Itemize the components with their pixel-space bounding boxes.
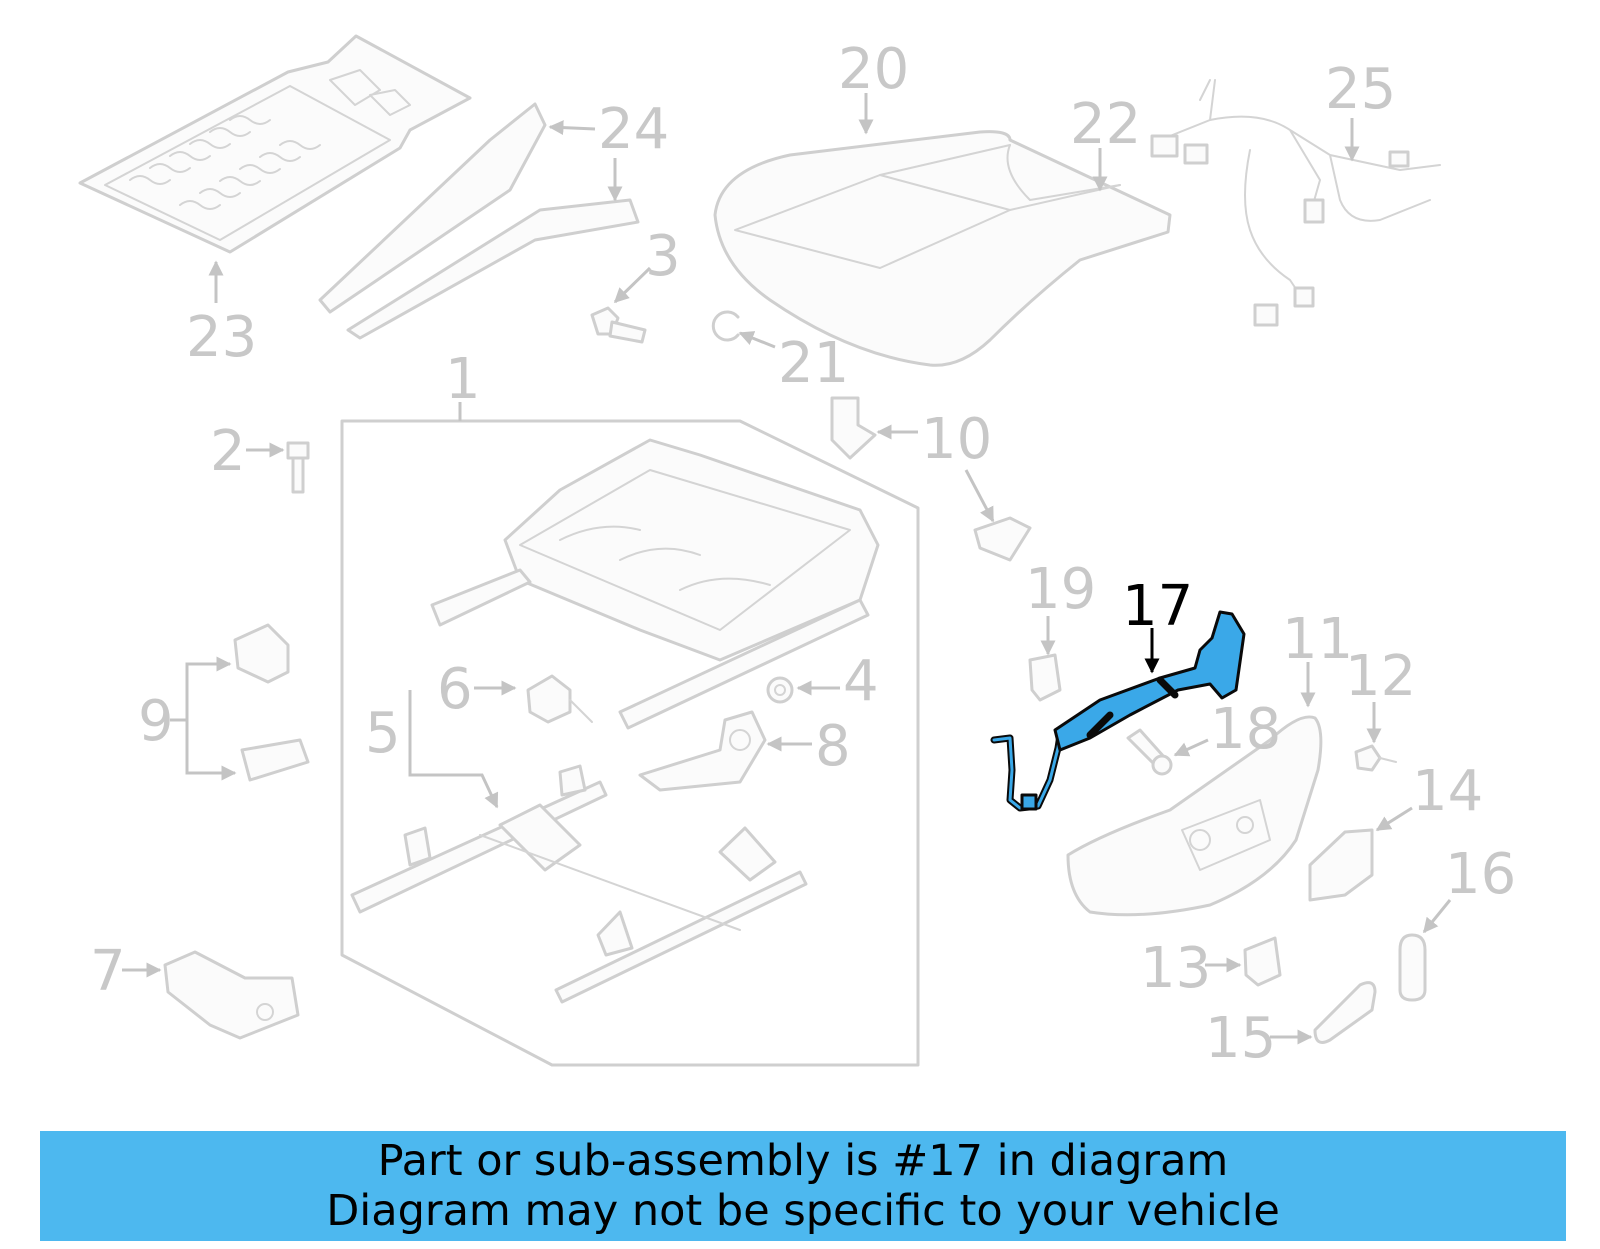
part-1-bracket — [340, 419, 920, 1067]
callout-12: 12 — [1345, 644, 1416, 709]
part-18-screw — [1126, 728, 1173, 776]
part-7-motor — [163, 950, 300, 1040]
part-11-shield — [1066, 715, 1323, 917]
callout-24: 24 — [598, 97, 669, 162]
part-4-grommet — [766, 676, 794, 704]
info-banner: Part or sub-assembly is #17 in diagram D… — [40, 1131, 1566, 1241]
part-15-knob — [1313, 981, 1377, 1044]
part-1-seat-frame — [430, 438, 880, 730]
callout-9: 9 — [138, 689, 174, 754]
callout-13: 13 — [1140, 936, 1211, 1001]
part-25-harness — [1150, 79, 1441, 327]
part-8-motor — [638, 710, 767, 792]
banner-line-part: Part or sub-assembly is #17 in diagram — [377, 1136, 1229, 1186]
part-12-clip — [1354, 744, 1397, 772]
callout-3: 3 — [645, 224, 681, 289]
part-3-bolt — [590, 306, 647, 344]
part-2-screw — [286, 441, 310, 494]
callout-15: 15 — [1205, 1006, 1276, 1071]
part-17-highlighted — [990, 610, 1246, 812]
callout-1: 1 — [445, 347, 481, 412]
callout-6: 6 — [437, 657, 473, 722]
banner-line-disclaimer: Diagram may not be specific to your vehi… — [326, 1186, 1280, 1236]
part-20-cushion — [713, 130, 1172, 367]
part-9-brackets — [233, 623, 310, 782]
callout-16: 16 — [1445, 842, 1516, 907]
callout-10: 10 — [921, 407, 992, 472]
callout-8: 8 — [815, 714, 851, 779]
part-23-heater-mat — [78, 34, 472, 254]
part-13-knob — [1243, 936, 1282, 987]
callout-23: 23 — [186, 305, 257, 370]
parts-diagram: 23 24 3 20 22 21 25 1 — [78, 34, 1516, 1071]
callout-19: 19 — [1025, 557, 1096, 622]
part-21-clip — [711, 310, 740, 342]
callout-5: 5 — [365, 701, 401, 766]
part-19-clip — [1028, 653, 1062, 702]
callout-20: 20 — [838, 37, 909, 102]
part-10-clip — [830, 396, 1032, 562]
part-6-motor — [526, 674, 593, 724]
part-14-switch — [1308, 828, 1374, 902]
callout-21: 21 — [778, 331, 849, 396]
callout-25: 25 — [1325, 57, 1396, 122]
callout-22: 22 — [1070, 92, 1141, 157]
callout-7: 7 — [90, 939, 126, 1004]
callout-17: 17 — [1122, 574, 1193, 639]
callout-18: 18 — [1210, 697, 1281, 762]
part-5-tracks — [350, 764, 808, 1004]
callout-4: 4 — [843, 649, 879, 714]
callout-2: 2 — [210, 419, 246, 484]
part-24-trim — [318, 102, 640, 340]
callout-14: 14 — [1412, 759, 1483, 824]
part-16-knob — [1398, 933, 1427, 1002]
callout-11: 11 — [1282, 607, 1353, 672]
